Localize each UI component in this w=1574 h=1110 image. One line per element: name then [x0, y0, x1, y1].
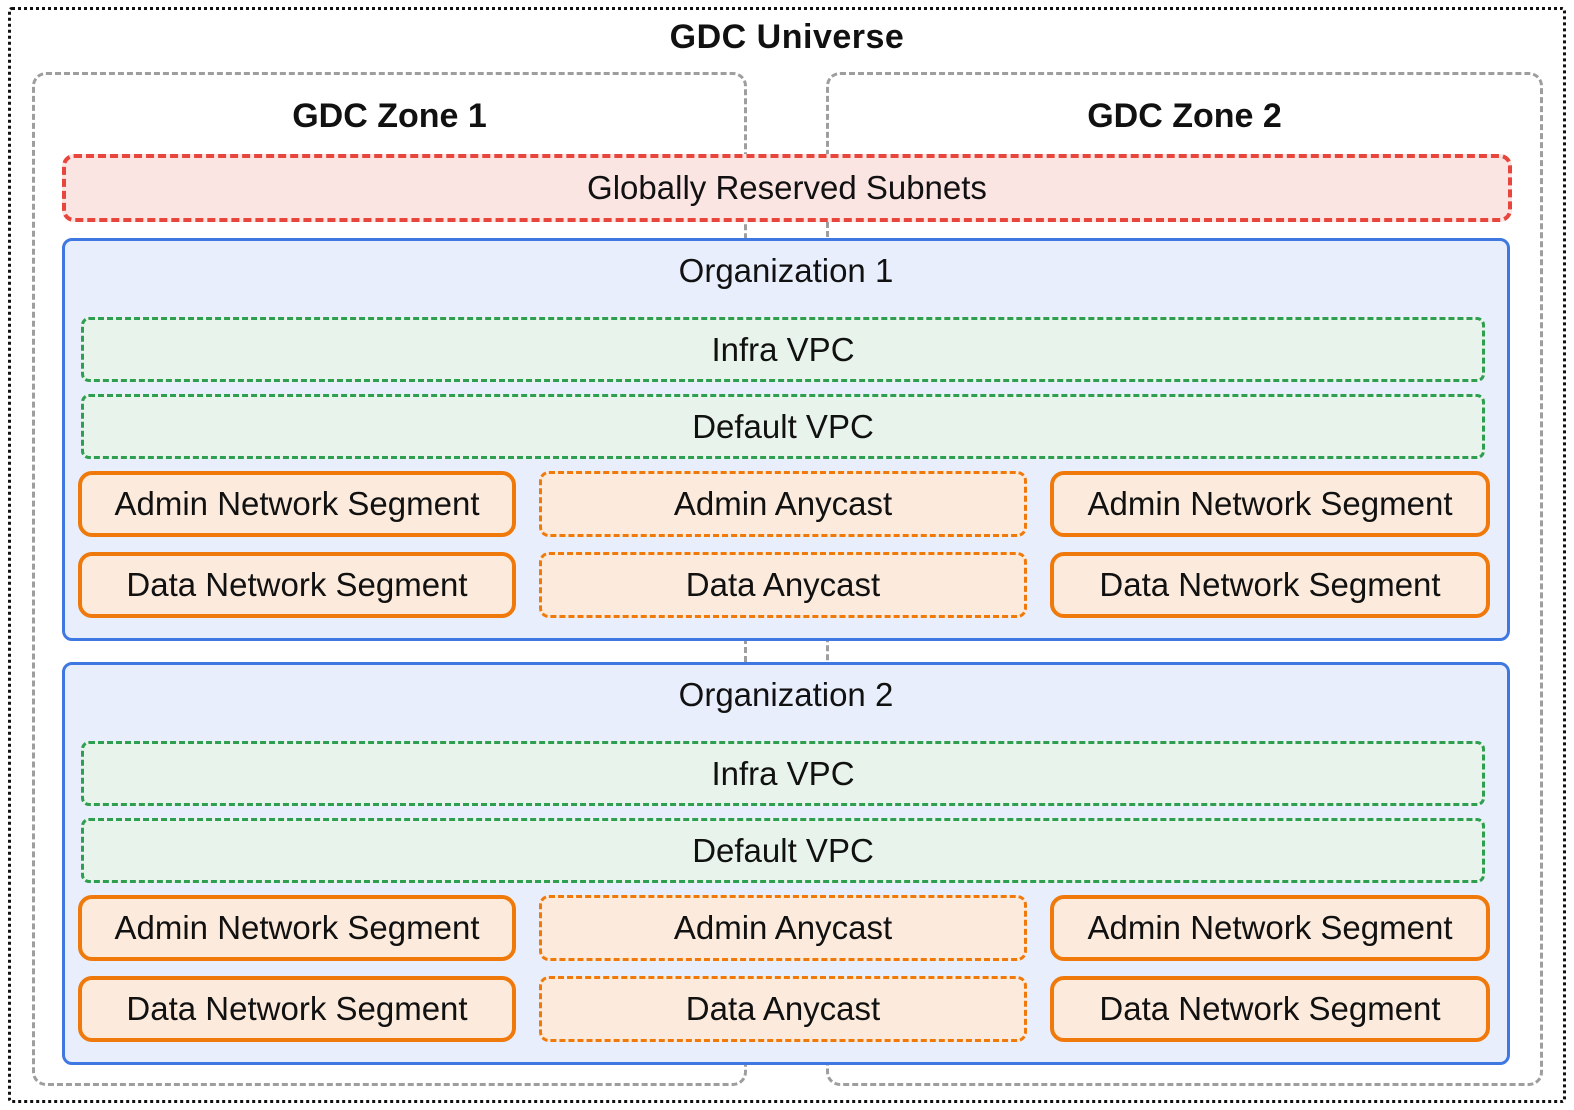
org2-data-row: Data Network Segment Data Anycast Data N… — [78, 976, 1490, 1042]
org1-data-row: Data Network Segment Data Anycast Data N… — [78, 552, 1490, 618]
org2-default-vpc-box: Default VPC — [81, 818, 1485, 883]
org2-data-anycast: Data Anycast — [539, 976, 1027, 1042]
org1-infra-vpc-box: Infra VPC — [81, 317, 1485, 382]
diagram-title: GDC Universe — [669, 18, 905, 56]
org1-admin-row: Admin Network Segment Admin Anycast Admi… — [78, 471, 1490, 537]
org1-admin-anycast: Admin Anycast — [539, 471, 1027, 537]
organization-2-title: Organization 2 — [678, 676, 894, 713]
organization-1-box: Organization 1 Infra VPC Default VPC Adm… — [62, 238, 1510, 641]
org1-zone2-admin-network-segment: Admin Network Segment — [1050, 471, 1490, 537]
org2-admin-anycast: Admin Anycast — [539, 895, 1027, 961]
org2-zone1-admin-network-segment: Admin Network Segment — [78, 895, 516, 961]
globally-reserved-subnets-box: Globally Reserved Subnets — [62, 154, 1512, 222]
org1-default-vpc-box: Default VPC — [81, 394, 1485, 459]
org1-zone1-admin-network-segment: Admin Network Segment — [78, 471, 516, 537]
org2-zone2-admin-network-segment: Admin Network Segment — [1050, 895, 1490, 961]
org1-data-anycast: Data Anycast — [539, 552, 1027, 618]
org2-zone2-data-network-segment: Data Network Segment — [1050, 976, 1490, 1042]
org2-infra-vpc-box: Infra VPC — [81, 741, 1485, 806]
gdc-universe-border — [8, 7, 1566, 1103]
org2-zone1-data-network-segment: Data Network Segment — [78, 976, 516, 1042]
org2-admin-row: Admin Network Segment Admin Anycast Admi… — [78, 895, 1490, 961]
gdc-zone-1-title: GDC Zone 1 — [292, 97, 487, 135]
gdc-zone-2-title: GDC Zone 2 — [1087, 97, 1282, 135]
organization-2-box: Organization 2 Infra VPC Default VPC Adm… — [62, 662, 1510, 1065]
org1-zone2-data-network-segment: Data Network Segment — [1050, 552, 1490, 618]
org1-zone1-data-network-segment: Data Network Segment — [78, 552, 516, 618]
organization-1-title: Organization 1 — [678, 252, 894, 289]
